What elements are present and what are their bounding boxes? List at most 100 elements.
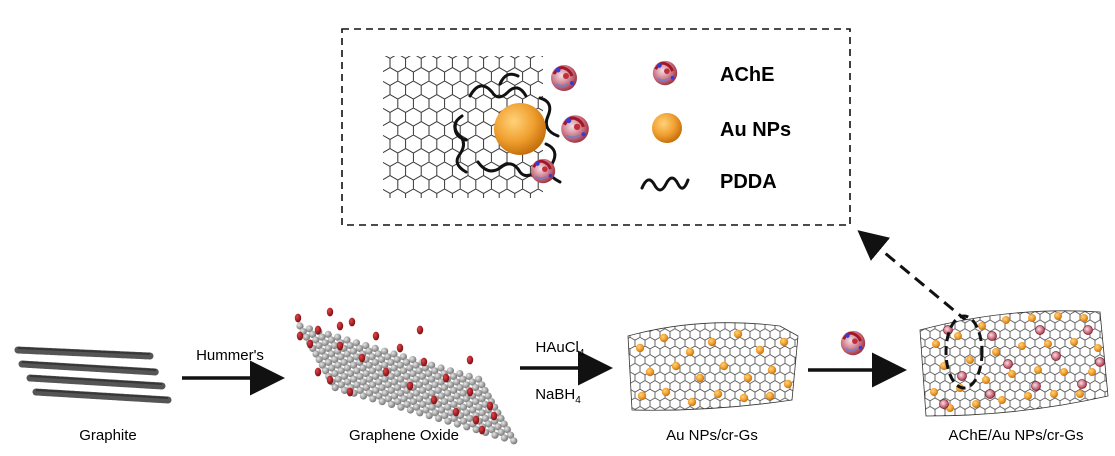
gold-nanoparticle: [671, 361, 681, 371]
carbon-atom: [343, 350, 351, 358]
oxygen-atom: [430, 395, 438, 405]
carbon-atom: [434, 400, 442, 408]
carbon-atom: [406, 392, 414, 400]
carbon-atom: [349, 347, 357, 355]
carbon-atom: [378, 398, 386, 406]
carbon-atom: [394, 384, 402, 392]
carbon-atom: [463, 423, 471, 431]
carbon-atom: [422, 406, 430, 414]
carbon-atom: [374, 350, 382, 358]
zoom-dashed-arrow: [857, 230, 969, 324]
carbon-atom: [353, 353, 361, 361]
legend-box: AChE Au NPs PDDA: [341, 28, 851, 226]
carbon-atom: [416, 409, 424, 417]
carbon-atom: [431, 409, 439, 417]
carbon-atom: [334, 361, 342, 369]
carbon-atom: [416, 395, 424, 403]
ache-enzyme: [985, 389, 995, 399]
carbon-atom: [325, 358, 333, 366]
carbon-atom: [378, 384, 386, 392]
carbon-atom: [425, 398, 433, 406]
gold-nanoparticle: [972, 400, 980, 408]
stage-label-graphene-oxide: Graphene Oxide: [349, 427, 459, 444]
carbon-atom: [397, 403, 405, 411]
carbon-atom: [391, 392, 399, 400]
carbon-atom: [481, 414, 489, 422]
ache-enzyme: [1035, 325, 1045, 335]
carbon-atom: [353, 367, 361, 375]
carbon-atom: [372, 386, 380, 394]
carbon-atom: [446, 367, 454, 375]
legend-dashed-border: [341, 28, 851, 226]
ache-enzyme-closeup-1: [549, 63, 579, 93]
carbon-atom: [315, 342, 323, 350]
oxygen-atom: [372, 331, 380, 341]
carbon-atom: [447, 395, 455, 403]
legend-item-au-nps: Au NPs: [652, 113, 791, 143]
carbon-atom: [488, 426, 496, 434]
carbon-atom: [331, 384, 339, 392]
carbon-atom: [425, 370, 433, 378]
carbon-atom: [362, 384, 370, 392]
carbon-atom: [472, 398, 480, 406]
gold-nanoparticle: [978, 322, 986, 330]
carbon-atom: [390, 378, 398, 386]
carbon-atom: [396, 361, 404, 369]
carbon-atom: [378, 356, 386, 364]
carbon-atom: [381, 389, 389, 397]
carbon-atom: [456, 370, 464, 378]
oxygen-atom: [382, 367, 390, 377]
carbon-atom: [481, 386, 489, 394]
gold-nanoparticle: [743, 373, 753, 383]
carbon-atom: [387, 386, 395, 394]
gold-nanoparticle: [695, 373, 705, 383]
carbon-atom: [331, 370, 339, 378]
oxygen-atom: [346, 387, 354, 397]
carbon-atom: [328, 350, 336, 358]
carbon-atom: [369, 395, 377, 403]
carbon-atom: [503, 426, 511, 434]
gold-nanoparticle: [687, 397, 697, 407]
gold-nanoparticle: [733, 329, 743, 339]
carbon-atom: [365, 375, 373, 383]
carbon-atom: [324, 330, 332, 338]
gold-nanoparticle: [1024, 392, 1032, 400]
carbon-atom: [390, 364, 398, 372]
reagent-nabh4: NaBH4: [535, 386, 581, 406]
carbon-atom: [331, 356, 339, 364]
carbon-atom: [431, 381, 439, 389]
carbon-atom: [463, 409, 471, 417]
oxygen-atom: [336, 341, 344, 351]
carbon-atom: [331, 342, 339, 350]
carbon-atom: [497, 414, 505, 422]
carbon-atom: [428, 389, 436, 397]
gold-nanoparticle: [1070, 338, 1078, 346]
ache-enzyme: [1083, 325, 1093, 335]
carbon-atom: [343, 336, 351, 344]
ache-enzyme: [1095, 357, 1105, 367]
oxygen-atom: [486, 401, 494, 411]
gold-nanoparticle-icon: [652, 113, 682, 143]
carbon-atom: [337, 367, 345, 375]
carbon-atom: [403, 400, 411, 408]
gold-nanoparticle: [1028, 314, 1036, 322]
carbon-atom: [419, 400, 427, 408]
carbon-atom: [350, 375, 358, 383]
gold-nanoparticle: [1018, 342, 1026, 350]
oxygen-atom: [326, 375, 334, 385]
oxygen-atom: [416, 325, 424, 335]
oxygen-atom: [348, 317, 356, 327]
carbon-atom: [302, 333, 310, 341]
carbon-atom: [438, 406, 446, 414]
carbon-atom: [399, 353, 407, 361]
carbon-atom: [437, 378, 445, 386]
gold-nanoparticle: [659, 333, 669, 343]
carbon-atom: [441, 412, 449, 420]
carbon-atom: [459, 389, 467, 397]
carbon-atom: [412, 361, 420, 369]
legend-item-pdda: PDDA: [640, 171, 777, 193]
carbon-atom: [403, 372, 411, 380]
carbon-atom: [397, 389, 405, 397]
carbon-atom: [459, 403, 467, 411]
